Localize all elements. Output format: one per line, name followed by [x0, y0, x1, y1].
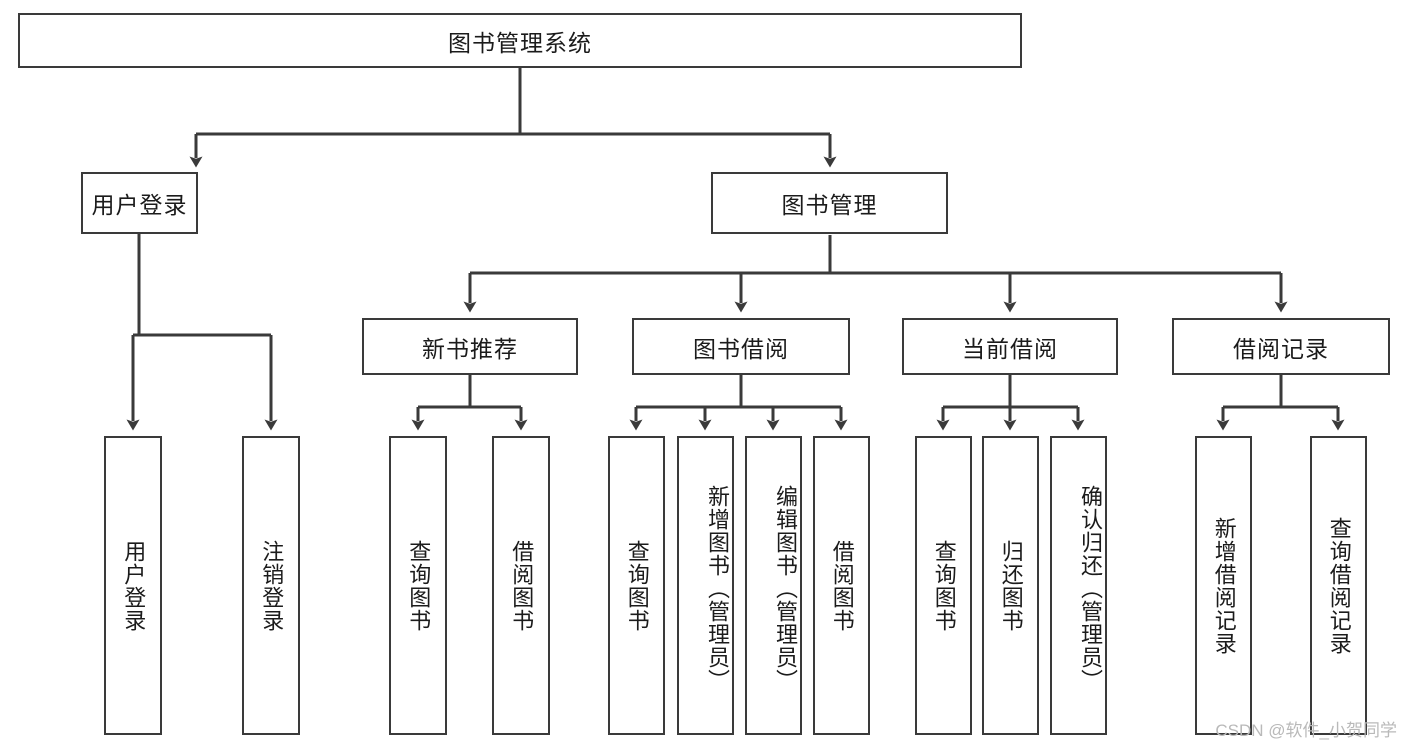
leaf-add-borrow-record[interactable]: 新增借阅记录 — [1195, 436, 1252, 735]
node-borrow-record[interactable]: 借阅记录 — [1172, 318, 1390, 375]
node-new-book-recommend[interactable]: 新书推荐 — [362, 318, 578, 375]
leaf-logout[interactable]: 注销登录 — [242, 436, 300, 735]
leaf-query-book-borrow[interactable]: 查询图书 — [608, 436, 665, 735]
watermark-text: CSDN @软件_小贺同学 — [1215, 721, 1397, 740]
leaf-borrow-book[interactable]: 借阅图书 — [813, 436, 870, 735]
node-user-login[interactable]: 用户登录 — [81, 172, 198, 234]
node-book-borrow[interactable]: 图书借阅 — [632, 318, 850, 375]
leaf-query-borrow-record[interactable]: 查询借阅记录 — [1310, 436, 1367, 735]
leaf-query-book-current[interactable]: 查询图书 — [915, 436, 972, 735]
leaf-borrow-book-recommend[interactable]: 借阅图书 — [492, 436, 550, 735]
node-current-borrow[interactable]: 当前借阅 — [902, 318, 1118, 375]
leaf-edit-book-admin[interactable]: 编辑图书（管理员） — [745, 436, 802, 735]
node-book-management[interactable]: 图书管理 — [711, 172, 948, 234]
leaf-user-login[interactable]: 用户登录 — [104, 436, 162, 735]
leaf-return-book[interactable]: 归还图书 — [982, 436, 1039, 735]
leaf-query-book-recommend[interactable]: 查询图书 — [389, 436, 447, 735]
node-root[interactable]: 图书管理系统 — [18, 13, 1022, 68]
leaf-confirm-return-admin[interactable]: 确认归还（管理员） — [1050, 436, 1107, 735]
leaf-add-book-admin[interactable]: 新增图书（管理员） — [677, 436, 734, 735]
